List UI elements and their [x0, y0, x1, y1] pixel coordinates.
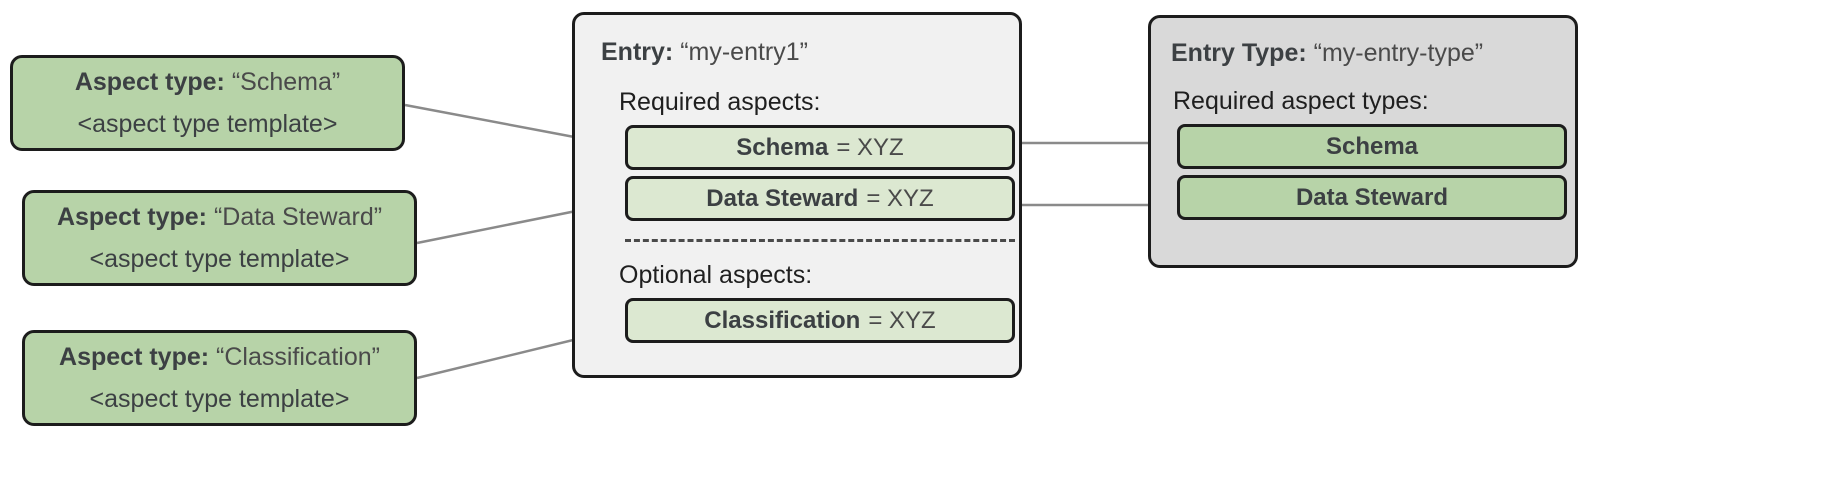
aspect-type-card-classification[interactable]: Aspect type: “Classification” <aspect ty…	[22, 330, 417, 426]
aspect-type-name: “Schema”	[231, 68, 341, 96]
aspect-name: Schema	[736, 133, 829, 161]
aspect-type-label: Aspect type:	[74, 68, 225, 96]
entry-type-label: Entry Type:	[1171, 39, 1307, 67]
entry-type-name: “my-entry-type”	[1313, 39, 1484, 67]
optional-aspect-row-classification[interactable]: Classification = XYZ	[625, 298, 1015, 343]
required-aspect-row-schema[interactable]: Schema = XYZ	[625, 125, 1015, 170]
entry-label: Entry:	[601, 38, 674, 66]
optional-aspects-label: Optional aspects:	[619, 261, 813, 289]
aspect-value: = XYZ	[866, 184, 934, 212]
required-aspect-type-row-schema[interactable]: Schema	[1177, 124, 1567, 169]
aspect-type-title: Aspect type: “Schema”	[75, 65, 340, 99]
entry-title: Entry: “my-entry1”	[601, 35, 997, 69]
aspect-type-label: Aspect type:	[59, 343, 210, 371]
required-aspect-type-row-data-steward[interactable]: Data Steward	[1177, 175, 1567, 220]
entry-type-panel[interactable]: Entry Type: “my-entry-type” Required asp…	[1148, 15, 1578, 268]
aspect-name: Classification	[704, 306, 861, 334]
aspect-type-card-data-steward[interactable]: Aspect type: “Data Steward” <aspect type…	[22, 190, 417, 286]
entry-type-title: Entry Type: “my-entry-type”	[1171, 36, 1557, 70]
aspect-type-template: <aspect type template>	[89, 245, 350, 273]
aspect-value: = XYZ	[836, 133, 904, 161]
entry-panel[interactable]: Entry: “my-entry1” Required aspects: Sch…	[572, 12, 1022, 378]
aspect-type-name: “Classification”	[216, 343, 380, 371]
aspect-type-label: Aspect type:	[56, 203, 207, 231]
entry-name: “my-entry1”	[680, 38, 808, 66]
aspect-value: = XYZ	[868, 306, 936, 334]
required-aspect-types-label: Required aspect types:	[1173, 87, 1429, 115]
section-divider	[625, 239, 1015, 242]
aspect-type-template: <aspect type template>	[77, 110, 338, 138]
aspect-type-name: “Data Steward”	[213, 203, 383, 231]
required-aspect-row-data-steward[interactable]: Data Steward = XYZ	[625, 176, 1015, 221]
aspect-type-title: Aspect type: “Classification”	[59, 340, 380, 374]
aspect-type-title: Aspect type: “Data Steward”	[57, 200, 382, 234]
aspect-name: Data Steward	[706, 184, 859, 212]
aspect-type-template: <aspect type template>	[89, 385, 350, 413]
required-aspects-label: Required aspects:	[619, 88, 821, 116]
aspect-type-card-schema[interactable]: Aspect type: “Schema” <aspect type templ…	[10, 55, 405, 151]
